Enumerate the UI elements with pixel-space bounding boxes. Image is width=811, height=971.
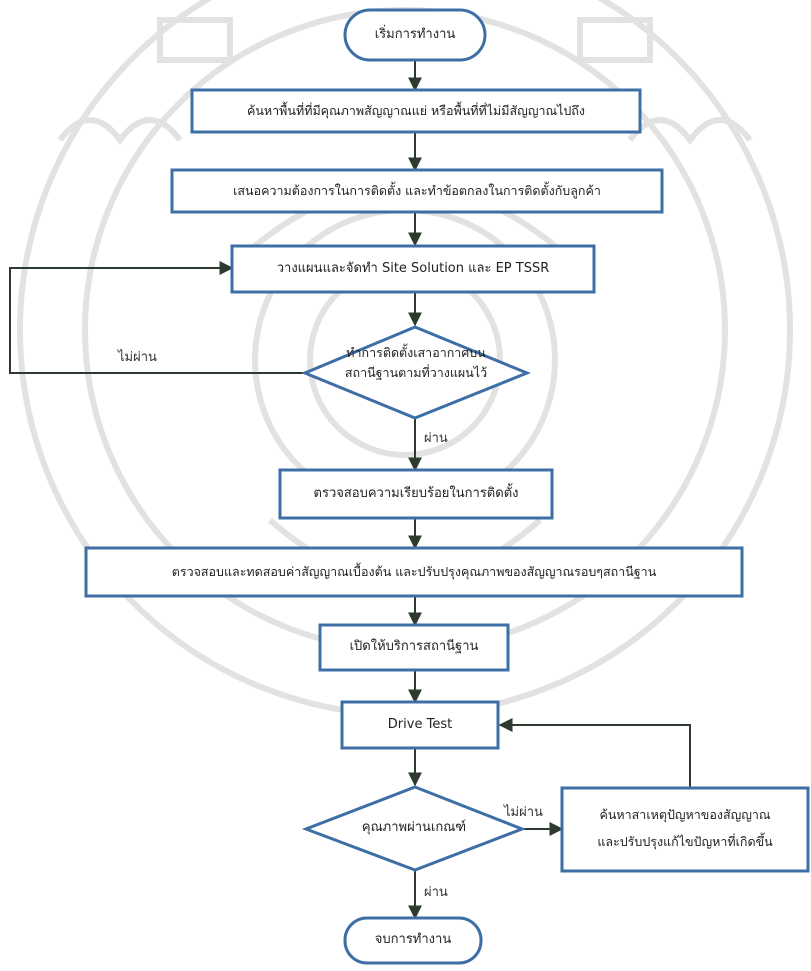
arrow-fail-loop-1 (9, 261, 305, 374)
start-terminator (343, 8, 487, 62)
pass-label-1: ผ่าน (424, 431, 448, 446)
end-terminator (343, 916, 483, 965)
step6-box (318, 623, 510, 672)
step3-box (230, 244, 596, 294)
fix-box (560, 786, 810, 873)
step1-box (190, 88, 642, 134)
fail-label-2: ไม่ผ่าน (504, 805, 543, 820)
fail-label-1: ไม่ผ่าน (118, 350, 157, 365)
step5-box (84, 546, 744, 598)
step7-box (340, 700, 500, 750)
step2-box (170, 168, 664, 214)
arrow-fix-drivetest (498, 718, 691, 788)
step4-box (278, 468, 554, 520)
decision2-diamond (301, 785, 527, 872)
decision1-diamond (301, 325, 531, 420)
pass-label-2: ผ่าน (424, 885, 448, 900)
